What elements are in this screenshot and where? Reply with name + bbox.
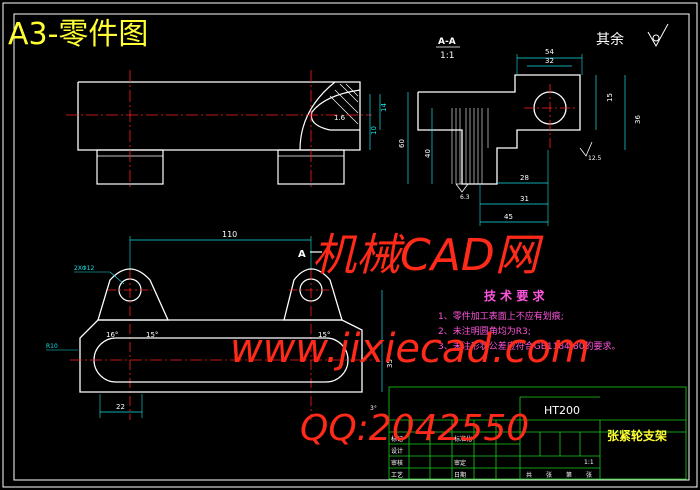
tb-row-2: 设计 [391,447,403,455]
section-view: A-A 1:1 54 32 15 36 [398,37,642,226]
inner-border [13,13,690,481]
tb-sub-4: 日期 [454,471,466,479]
tech-req-item-2: 2、未注明圆角均为R3; [438,325,531,337]
roughness-mark-left-icon [455,183,469,193]
bottom-width-dim: 22 [116,403,125,411]
tb-footer-3: 第 [566,471,572,479]
tb-sub-3: 审定 [454,459,466,467]
right-note-dim: 3° [370,405,377,412]
radius-dim: R10 [46,343,58,350]
hole-radius-dim: 1.6 [334,114,346,122]
title-block [388,386,687,480]
top-outer-dim: 54 [545,48,554,56]
roughness-note: 其余 [596,31,624,48]
section-label: A-A [438,37,456,47]
sheet-title: A3-零件图 [8,17,148,52]
tb-footer-2: 张 [546,471,552,479]
section-mark: A [298,249,306,260]
right-full-dim: 36 [634,115,642,124]
technical-requirements: 技 术 要 求 1、零件加工表面上不应有划痕; 2、未注明圆角均为R3; 3、未… [438,288,620,352]
section-scale: 1:1 [440,51,454,61]
watermark: 机械CAD网 www.jixiecad.com QQ:2042550 [230,230,590,449]
roughness-right-value: 12.5 [588,155,602,162]
material-label: HT200 [544,404,580,417]
tech-req-item-3: 3、未注形状公差应符合GB1184-80的要求。 [438,340,620,352]
tech-req-title: 技 术 要 求 [484,288,546,303]
overall-length-dim: 110 [222,230,237,239]
angle-right-dim: 15° [318,331,330,339]
title-scale: 1:1 [584,459,594,466]
holes-dim: 2XΦ12 [74,265,94,272]
tech-req-item-1: 1、零件加工表面上不应有划痕; [438,310,564,322]
right-height-dim-2: 14 [380,103,388,112]
top-view: 110 A 2XΦ12 R10 16° 15° 15° 22 3° 35 [46,230,394,420]
angle-left-dim: 16° [106,331,118,339]
right-height-dim: 15 [606,93,614,102]
tb-row-4: 工艺 [391,471,403,479]
left-height-dim: 60 [398,139,406,148]
watermark-url: www.jixiecad.com [230,326,590,372]
roughness-mark-right-icon [579,141,593,157]
vertical-dim: 35 [386,359,394,368]
tb-row-1: 标记 [391,435,403,443]
watermark-qq: QQ:2042550 [300,408,529,449]
tb-row-3: 审核 [391,459,403,467]
inner-width-dim: 28 [520,174,529,182]
tb-footer-4: 张 [586,471,592,479]
watermark-cn: 机械CAD网 [312,230,544,281]
part-name-label: 张紧轮支架 [607,428,667,443]
left-inner-dim: 40 [424,149,432,158]
bottom-width-dim: 31 [520,195,529,203]
tb-sub-1: 标准化 [454,435,472,443]
roughness-symbol-icon [647,23,669,48]
bottom-full-dim: 45 [504,213,513,221]
top-inner-dim: 32 [545,57,554,65]
angle-mid-dim: 15° [146,331,158,339]
tb-footer-1: 共 [526,471,532,479]
front-view: 1.6 10 14 [66,70,388,190]
right-height-dim-1: 10 [370,126,378,135]
roughness-left-value: 6.3 [460,194,470,201]
